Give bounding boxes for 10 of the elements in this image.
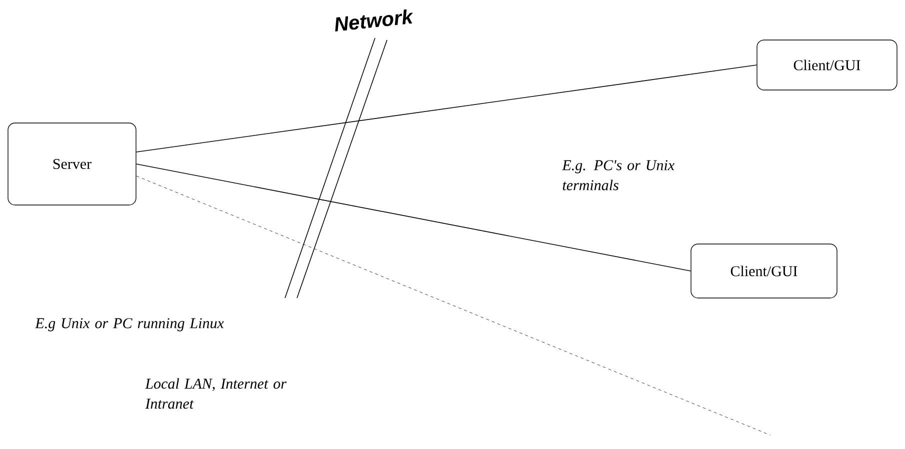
- note-text: Local LAN, Internet or Intranet: [145, 378, 286, 409]
- process-box: Client/GUI: [690, 244, 838, 298]
- connector-line: [136, 64, 758, 152]
- note-text: E.g Unix or PC running Linux: [35, 318, 224, 332]
- note-text: E.g. PC's or Unix terminals: [562, 160, 674, 190]
- process-box: Server: [8, 122, 136, 206]
- connector-line: [136, 176, 770, 436]
- connector-line: [136, 164, 692, 272]
- process-box: Client/GUI: [756, 40, 898, 90]
- network-label: Network: [335, 9, 414, 32]
